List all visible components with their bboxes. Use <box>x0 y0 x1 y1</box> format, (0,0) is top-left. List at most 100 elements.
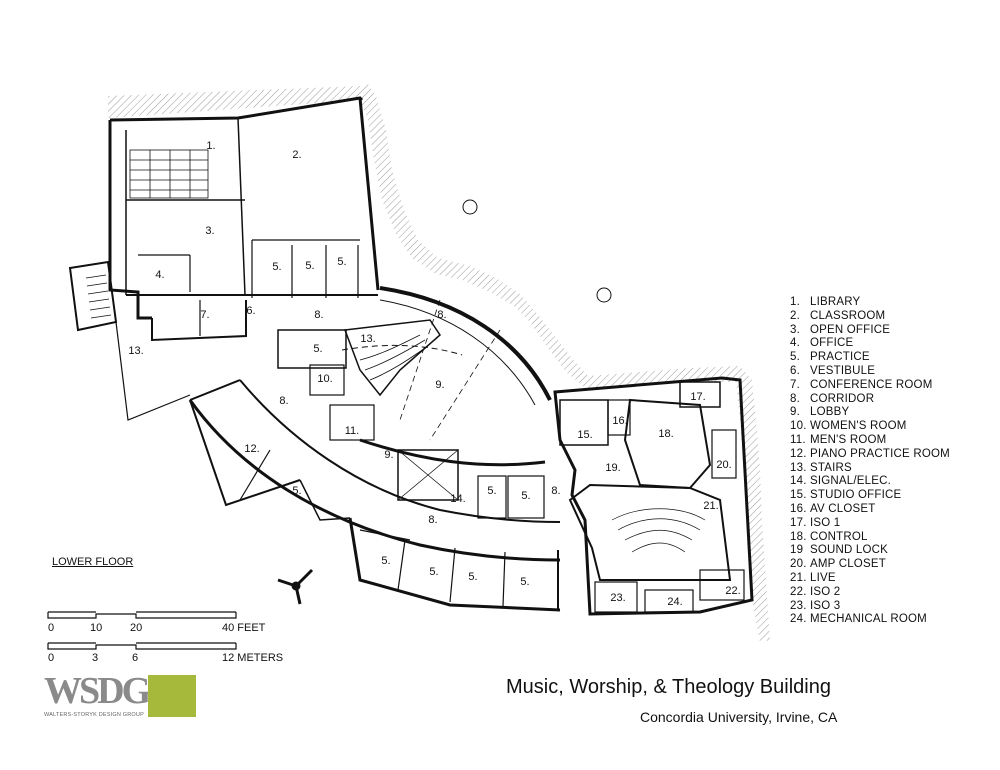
legend-number: 9. <box>790 406 800 419</box>
room-label: 7. <box>200 309 209 321</box>
room-label: 5. <box>305 260 314 272</box>
room-label: 5. <box>292 485 301 497</box>
legend-number: 6. <box>790 364 800 377</box>
logo-accent-square <box>148 675 196 717</box>
room-label: 24. <box>667 596 682 608</box>
legend-item: 13.STAIRS <box>790 462 950 476</box>
room-label: 8. <box>428 514 437 526</box>
legend-number: 17. <box>790 516 807 529</box>
legend-item: 4. OFFICE <box>790 337 950 351</box>
scale-feet-tick: 10 <box>90 622 103 634</box>
legend-item: 6.VESTIBULE <box>790 365 950 379</box>
legend-room-name: ISO 1 <box>810 516 841 529</box>
room-label: 5. <box>313 343 322 355</box>
legend-room-name: OPEN OFFICE <box>810 323 891 336</box>
room-label: 9. <box>384 449 393 461</box>
legend-number: 22. <box>790 585 807 598</box>
logo-tagline: WALTERS-STORYK DESIGN GROUP <box>44 712 144 718</box>
legend-room-name: LIBRARY <box>810 296 861 308</box>
legend-room-name: OFFICE <box>810 337 854 350</box>
legend-room-name: SOUND LOCK <box>810 544 889 557</box>
room-labels: 1. 2. 3. 4. 5. 5. 5. 5. 5. 5. 5. 5. 5. 5… <box>128 140 740 608</box>
legend-room-name: STAIRS <box>810 461 852 474</box>
room-label: 5. <box>520 576 529 588</box>
legend-number: 2. <box>790 309 800 322</box>
legend-item: 11.MEN'S ROOM <box>790 434 950 448</box>
legend-item: 5.PRACTICE <box>790 351 950 365</box>
room-label: 19. <box>605 462 620 474</box>
legend-number: 24. <box>790 613 807 626</box>
scale-meter-tick: 6 <box>132 652 139 664</box>
legend-room-name: CLASSROOM <box>810 309 886 322</box>
room-label: 5. <box>429 566 438 578</box>
room-label: 1. <box>206 140 215 152</box>
room-label: 3. <box>205 225 214 237</box>
site-column <box>462 199 478 215</box>
legend-number: 4. <box>790 337 800 350</box>
legend-item: 17.ISO 1 <box>790 517 950 531</box>
legend-number: 5. <box>790 351 800 364</box>
legend-item: 12.PIANO PRACTICE ROOM <box>790 448 950 462</box>
room-label: 8. <box>437 309 446 321</box>
legend-item: 19 SOUND LOCK <box>790 544 950 558</box>
room-label: 2. <box>292 149 301 161</box>
room-label: 5. <box>468 571 477 583</box>
room-label: 8. <box>279 395 288 407</box>
drawing-title: Music, Worship, & Theology Building <box>506 676 831 698</box>
legend-room-name: CORRIDOR <box>810 392 875 405</box>
room-label: 20. <box>716 459 731 471</box>
room-label: 21. <box>703 500 718 512</box>
legend-number: 19 <box>790 544 804 557</box>
room-label: 18. <box>658 428 673 440</box>
drawing-subtitle: Concordia University, Irvine, CA <box>640 709 838 725</box>
room-label: 6. <box>246 305 255 317</box>
legend-item: 24.MECHANICAL ROOM <box>790 613 950 627</box>
legend-number: 23. <box>790 599 807 612</box>
legend-number: 18. <box>790 530 807 543</box>
room-label: 12. <box>244 443 259 455</box>
legend-item: 15.STUDIO OFFICE <box>790 489 950 503</box>
legend-item: 22.ISO 2 <box>790 586 950 600</box>
scale-feet-tick: 20 <box>130 622 143 634</box>
floor-label: LOWER FLOOR <box>52 556 134 568</box>
legend-room-name: MEN'S ROOM <box>810 433 887 446</box>
legend-item: 1. LIBRARY <box>790 296 950 310</box>
legend-item: 14.SIGNAL/ELEC. <box>790 475 950 489</box>
room-label: 13. <box>360 333 375 345</box>
legend-item: 9.LOBBY <box>790 406 950 420</box>
legend-room-name: CONTROL <box>810 530 868 543</box>
room-label: 8. <box>314 309 323 321</box>
legend-number: 20. <box>790 558 807 571</box>
room-label: 17. <box>690 391 705 403</box>
site-hatching <box>108 84 770 642</box>
room-label: 5. <box>272 261 281 273</box>
legend-room-name: ISO 3 <box>810 599 841 612</box>
site-column <box>596 287 612 303</box>
legend-number: 16. <box>790 502 807 515</box>
legend-item: 10.WOMEN'S ROOM <box>790 420 950 434</box>
legend-item: 23.ISO 3 <box>790 600 950 614</box>
room-label: 5. <box>381 555 390 567</box>
room-label: 4. <box>155 269 164 281</box>
legend-room-name: PIANO PRACTICE ROOM <box>810 447 950 460</box>
legend-number: 8. <box>790 392 800 405</box>
legend-room-name: WOMEN'S ROOM <box>810 420 907 433</box>
legend-room-name: MECHANICAL ROOM <box>810 613 927 626</box>
scale-meter-tick: 12 METERS <box>222 652 284 664</box>
scale-bar <box>47 611 237 650</box>
legend-number: 10. <box>790 420 807 433</box>
legend-number: 1. <box>790 296 800 308</box>
room-label: 11. <box>345 425 359 437</box>
legend-item: 18.CONTROL <box>790 531 950 545</box>
room-label: 22. <box>725 585 740 597</box>
room-label: 15. <box>577 429 592 441</box>
legend-number: 7. <box>790 378 800 391</box>
room-label: 16. <box>612 415 627 427</box>
north-arrow-icon <box>277 568 314 605</box>
room-label: 5. <box>487 485 496 497</box>
legend-item: 16.AV CLOSET <box>790 503 950 517</box>
legend-number: 21. <box>790 571 807 584</box>
